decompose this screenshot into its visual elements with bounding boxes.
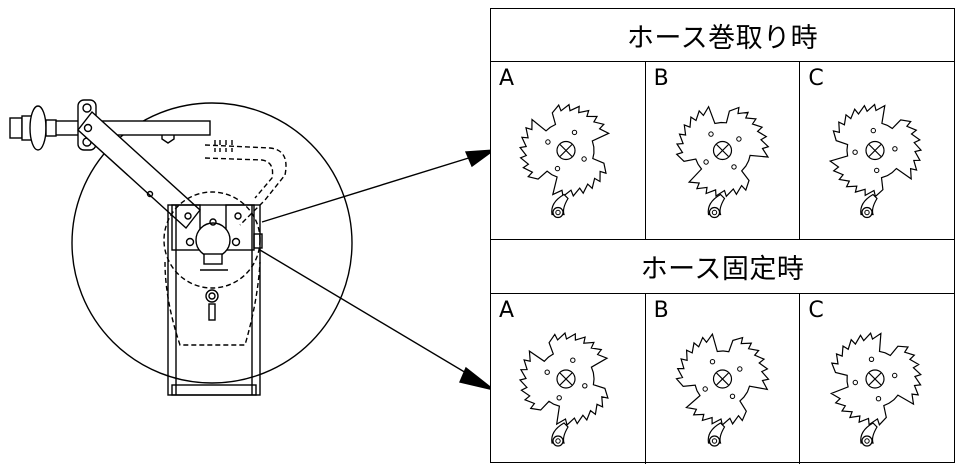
pawl-pivot [708, 206, 720, 219]
label-b: B [653, 66, 669, 91]
pawl-pivot [861, 206, 873, 219]
arrow-to-fixed [259, 249, 489, 387]
pawl-pivot [552, 206, 564, 219]
ratchet-gear-icon [518, 331, 609, 447]
ratchet-wheel-outline [830, 332, 923, 426]
hose-reel-drawing [9, 99, 490, 396]
bolt-hole [709, 359, 715, 365]
bolt-hole [729, 393, 735, 400]
reel-hub [195, 222, 231, 258]
pawl-pivot [861, 435, 873, 447]
header-winding: ホース巻取り時 [491, 9, 954, 62]
cell-winding-b: B [646, 62, 801, 239]
axle-cross [559, 372, 573, 386]
mount-bar [39, 120, 211, 136]
bolt-hole [554, 165, 561, 172]
bolt-hole [582, 383, 588, 389]
axle-hub [865, 369, 885, 389]
winding-row: A B C [491, 62, 954, 239]
label-b: B [653, 298, 669, 323]
bolt-hole [730, 164, 737, 170]
bolt-hole [852, 379, 859, 386]
cell-fixed-c: C [800, 294, 954, 464]
fixed-row: A B C [491, 294, 954, 464]
ratchet-gear-icon [675, 332, 770, 447]
cell-fixed-b: B [646, 294, 801, 464]
axle-cross [868, 144, 882, 157]
cell-winding-c: C [800, 62, 954, 239]
label-a: A [499, 298, 515, 323]
pawl-pivot [708, 435, 720, 447]
axle-cross [868, 372, 882, 386]
axle-hub [865, 140, 885, 161]
pawl-pivot [552, 435, 564, 447]
bolt-hole [703, 159, 709, 165]
bolt-hole [735, 136, 742, 142]
lock-pin [205, 289, 219, 303]
ratchet-gear-icon [519, 103, 611, 219]
reel-drum [71, 102, 353, 384]
bolt-hole [852, 149, 859, 155]
ratchet-wheel-outline [518, 331, 609, 427]
pawl-pivot-hole [555, 209, 561, 216]
bolt-hole [545, 139, 551, 145]
ratchet-state-panel: ホース巻取り時 A B C ホース固定時 A B [490, 8, 955, 464]
bolt-hole [870, 127, 877, 134]
bolt-hole [556, 395, 562, 401]
bolt-hole [707, 131, 714, 137]
pawl-pivot-hole [555, 438, 561, 444]
arrow-to-winding [261, 151, 489, 223]
ratchet-wheel-outline [675, 105, 770, 198]
bolt-hole [892, 146, 898, 152]
ratchet-gear-icon [675, 105, 770, 219]
label-a: A [499, 66, 515, 91]
axle-hub [712, 140, 732, 161]
bolt-hole [874, 167, 880, 174]
pawl-pivot-hole [864, 209, 871, 216]
bolt-hole [892, 372, 898, 379]
ratchet-gear-icon [829, 103, 923, 219]
ratchet-gear-icon [830, 332, 923, 447]
axle-hub [556, 369, 576, 389]
cell-fixed-a: A [491, 294, 646, 464]
pawl-pivot-hole [711, 209, 717, 216]
pawl-pivot-hole [711, 438, 717, 444]
axle-hub [556, 140, 576, 161]
axle-cross [715, 372, 729, 386]
axle-cross [715, 144, 729, 157]
pawl-pivot-hole [864, 438, 871, 444]
cell-winding-a: A [491, 62, 646, 239]
axle-hub [712, 369, 732, 389]
bolt-hole [869, 356, 875, 363]
bolt-hole [702, 386, 708, 392]
label-c: C [808, 298, 824, 323]
bolt-hole [571, 129, 578, 136]
label-c: C [808, 66, 824, 91]
bolt-hole [736, 366, 743, 372]
ratchet-wheel-outline [519, 103, 611, 198]
bolt-hole [544, 369, 550, 375]
bolt-hole [876, 396, 882, 402]
bolt-hole [570, 357, 576, 363]
axle-cross [559, 144, 573, 157]
header-fixed: ホース固定時 [491, 239, 954, 294]
bolt-hole [581, 156, 587, 162]
